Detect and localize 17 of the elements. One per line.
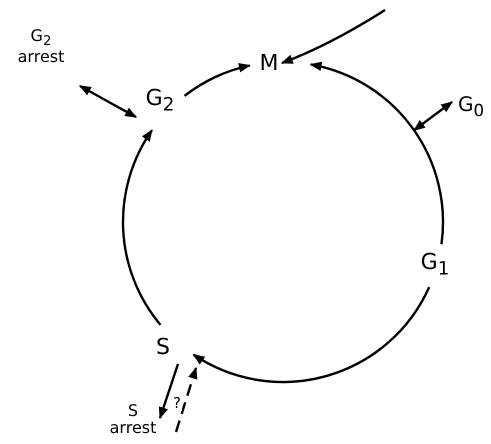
- phase-label: G$_{2}$ arrest: [8, 18, 74, 76]
- phase-label: G$_{1}$: [418, 248, 452, 282]
- dashed-arrow: [174, 366, 198, 432]
- phase-label: M: [256, 50, 282, 78]
- edge-label: ?: [172, 396, 182, 411]
- phase-label: G$_{2}$: [140, 86, 180, 116]
- cycle-arc-arrow: [310, 62, 444, 244]
- cycle-arc-arrow: [192, 286, 430, 384]
- phase-label: S: [152, 334, 174, 362]
- arrow: [78, 84, 138, 118]
- phase-label: S arrest: [104, 398, 162, 442]
- cycle-arc-arrow: [184, 63, 251, 97]
- phase-label: G$_{0}$: [452, 92, 490, 122]
- arrow: [158, 364, 180, 420]
- arrow: [413, 101, 453, 132]
- arrow: [280, 8, 386, 64]
- cycle-arc-arrow: [122, 129, 162, 326]
